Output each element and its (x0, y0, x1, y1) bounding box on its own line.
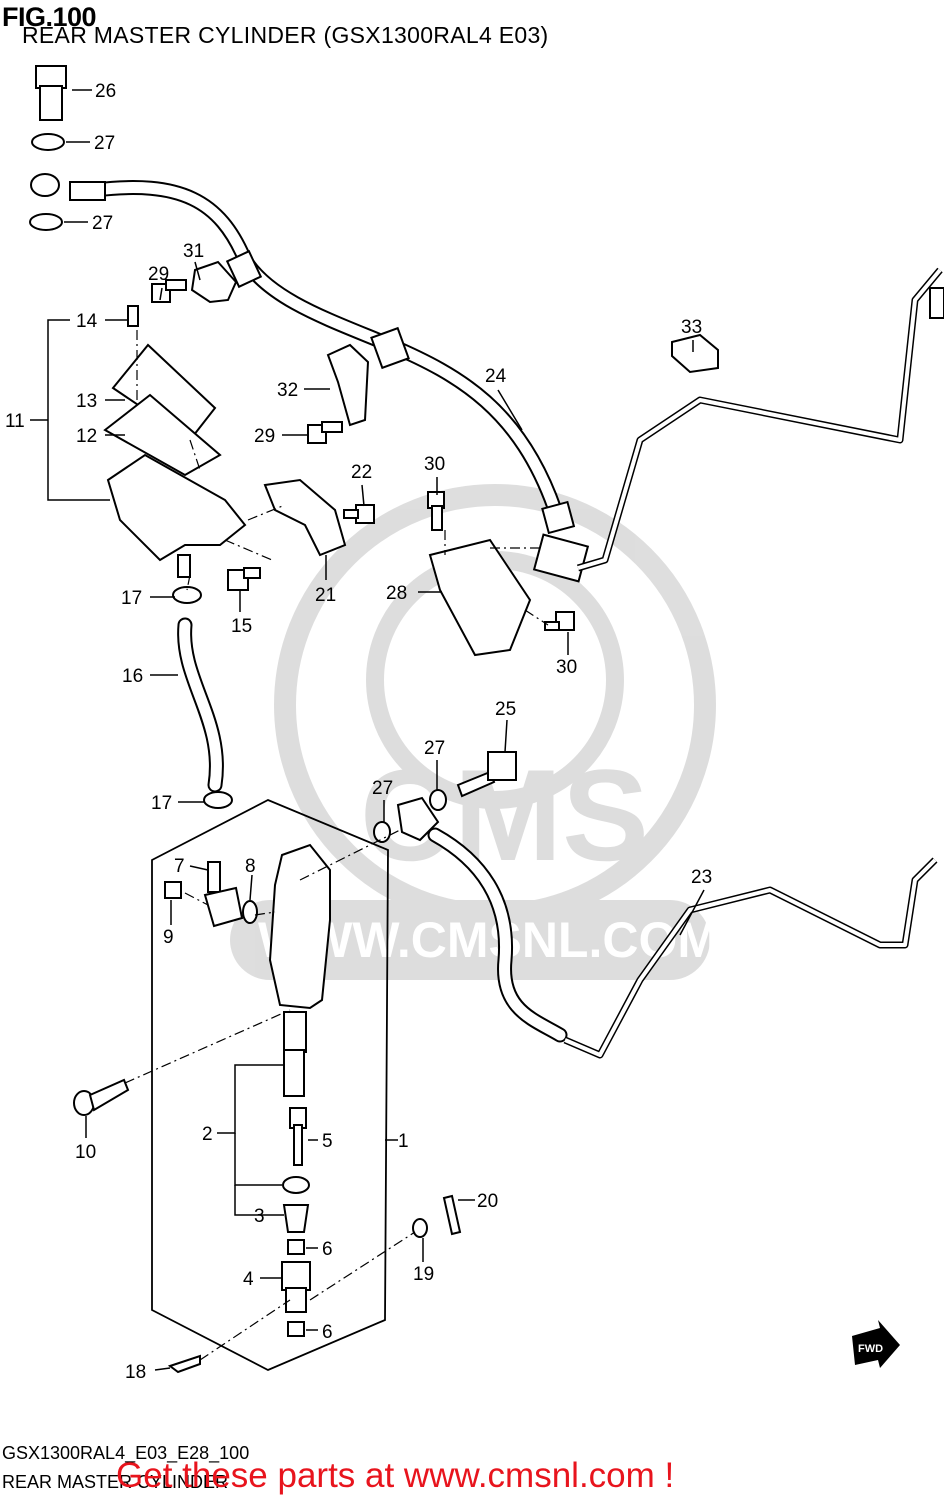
callout-24: 24 (485, 366, 507, 387)
pin-18 (167, 1354, 201, 1374)
leader-lines (30, 89, 705, 1371)
callout-3: 3 (254, 1206, 265, 1227)
forward-arrow-icon: FWD (852, 1320, 900, 1368)
washer-27-lower (29, 213, 63, 231)
callout-15: 15 (231, 616, 252, 637)
callout-6b: 6 (322, 1322, 333, 1343)
callout-11: 11 (5, 411, 25, 432)
callout-31: 31 (183, 241, 204, 262)
cotter-pin-20 (442, 1194, 462, 1236)
callout-28: 28 (386, 583, 407, 604)
bolt-30-upper (427, 491, 445, 531)
callout-16: 16 (122, 666, 143, 687)
callout-20: 20 (477, 1191, 498, 1212)
callout-25: 25 (495, 699, 516, 720)
callout-27-top: 27 (94, 133, 115, 154)
banjo-fitting (396, 796, 440, 842)
callout-32: 32 (277, 380, 298, 401)
clamp-31 (190, 260, 238, 304)
clamp-32 (326, 343, 370, 427)
callout-4: 4 (243, 1269, 254, 1290)
bracket-21 (263, 478, 347, 557)
callout-22: 22 (351, 462, 372, 483)
brake-hose-24 (30, 173, 590, 583)
diagram-name: REAR MASTER CYLINDER (2, 1472, 229, 1492)
master-cylinder-body (268, 843, 331, 1337)
callout-17a: 17 (121, 588, 142, 609)
clamp-33 (671, 333, 719, 374)
callout-33: 33 (681, 317, 702, 338)
figure-number: FIG.100 (2, 2, 97, 32)
callout-17b: 17 (151, 793, 172, 814)
bolt-10 (73, 1078, 130, 1116)
callout-27-banjo-right: 27 (424, 738, 445, 759)
callout-30-lower: 30 (556, 657, 577, 678)
washer-27-top (31, 133, 65, 151)
callout-10: 10 (75, 1142, 96, 1163)
o-ring-8 (242, 900, 258, 924)
bolt-9 (164, 881, 182, 899)
clamp-17-lower (203, 791, 233, 809)
union-7 (203, 861, 244, 928)
assembly-dash-lines (124, 330, 549, 1361)
callout-27-banjo-left: 27 (372, 778, 393, 799)
banjo-bolt-25 (456, 751, 517, 798)
callout-8: 8 (245, 856, 256, 877)
reservoir-assembly-11 (103, 305, 247, 578)
callout-12: 12 (76, 426, 97, 447)
brake-pipe-23 (563, 857, 938, 1059)
callout-numbers: 1 2 3 4 5 6 6 7 8 9 10 11 12 13 14 15 16… (5, 81, 712, 1383)
figure-subtitle: REAR MASTER CYLINDER (GSX1300RAL4 E03) (22, 22, 549, 48)
washer-27-banjo-right (429, 789, 447, 811)
watermark-url-text: WWW.CMSNL.COM (258, 912, 719, 968)
diagram-code: GSX1300RAL4_E03_E28_100 (2, 1443, 250, 1463)
clamp-17-upper (172, 586, 202, 604)
callout-9: 9 (163, 927, 174, 948)
callout-14: 14 (76, 311, 98, 332)
callout-18: 18 (125, 1362, 146, 1383)
callout-29-upper: 29 (148, 264, 169, 285)
callout-2: 2 (202, 1124, 213, 1145)
fwd-label: FWD (858, 1343, 883, 1355)
brake-pipe-upper (577, 267, 944, 572)
callout-13: 13 (76, 391, 97, 412)
bolt-30-lower (544, 611, 575, 631)
bracket-28 (428, 538, 532, 657)
bolt-26 (35, 65, 67, 121)
master-cylinder-box-1 (151, 799, 389, 1371)
callout-23: 23 (691, 867, 712, 888)
callout-29-lower: 29 (254, 426, 275, 447)
promo-link[interactable]: Get these parts at www.cmsnl.com ! (116, 1456, 675, 1495)
callout-6a: 6 (322, 1239, 333, 1260)
callout-5: 5 (322, 1131, 333, 1152)
callout-30-upper: 30 (424, 454, 445, 475)
bolt-29-lower (307, 421, 343, 444)
washer-19 (412, 1218, 428, 1238)
callout-21: 21 (315, 585, 336, 606)
callout-7: 7 (174, 856, 185, 877)
callout-27-lower: 27 (92, 213, 113, 234)
bolt-15 (227, 567, 261, 591)
callout-19: 19 (413, 1264, 434, 1285)
callout-1: 1 (398, 1131, 409, 1152)
washer-27-banjo-left (373, 821, 391, 843)
callout-26: 26 (95, 81, 116, 102)
bolt-22 (343, 504, 375, 524)
